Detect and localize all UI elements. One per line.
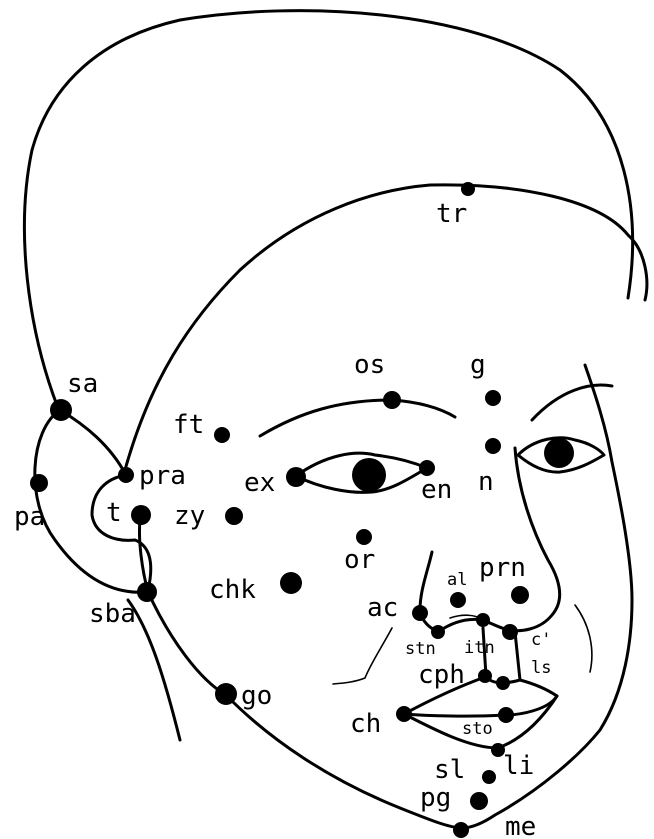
c-prime-label: c' <box>531 630 551 650</box>
ft-point <box>214 427 230 443</box>
chk-label: chk <box>209 575 256 605</box>
li-label: li <box>503 751 534 781</box>
prn-point <box>511 586 529 604</box>
ac-label: ac <box>367 593 398 623</box>
t-label: t <box>106 498 122 528</box>
pa-label: pa <box>14 502 45 532</box>
ear-inner-outline <box>92 475 151 590</box>
prn-label: prn <box>479 553 526 583</box>
sl-label: sl <box>434 755 465 785</box>
ear-top-outline <box>60 410 126 475</box>
me-label: me <box>505 812 536 839</box>
zy-point <box>225 507 243 525</box>
sba-label: sba <box>89 599 136 629</box>
ls-point <box>496 676 510 690</box>
en-point <box>419 460 435 476</box>
me-point <box>453 822 469 838</box>
ex-point <box>286 467 306 487</box>
philtrum-right <box>515 632 520 680</box>
t-point <box>131 505 151 525</box>
ac-point <box>412 605 428 621</box>
sba-point <box>137 582 157 602</box>
pa-point <box>30 474 48 492</box>
c-prime-point <box>502 624 518 640</box>
g-point <box>485 390 501 406</box>
itn-point <box>476 613 490 627</box>
sto-label: sto <box>462 719 493 739</box>
nasolabial-fold <box>333 628 392 684</box>
ch-point <box>396 706 412 722</box>
ch-label: ch <box>350 709 381 739</box>
sto-point <box>498 707 514 723</box>
pra-label: pra <box>139 461 186 491</box>
os-point <box>383 391 401 409</box>
go-label: go <box>241 681 272 711</box>
n-label: n <box>478 467 494 497</box>
pg-label: pg <box>420 783 451 813</box>
ft-label: ft <box>173 410 204 440</box>
sa-point <box>50 399 72 421</box>
cph-point <box>478 669 492 683</box>
chk-point <box>280 572 302 594</box>
go-point <box>215 683 237 705</box>
n-point <box>485 438 501 454</box>
ex-label: ex <box>244 468 275 498</box>
pra-point <box>118 467 134 483</box>
right-pupil <box>544 438 574 468</box>
left-eyebrow <box>260 400 455 436</box>
al-label: al <box>447 570 467 590</box>
or-label: or <box>344 545 375 575</box>
os-label: os <box>354 350 385 380</box>
tr-label: tr <box>436 199 467 229</box>
ear-outline <box>35 410 147 592</box>
tr-point <box>461 182 475 196</box>
stn-label: stn <box>405 639 436 659</box>
ls-label: ls <box>531 658 551 678</box>
right-cheek-fold <box>575 605 592 672</box>
pg-point <box>470 792 488 810</box>
al-point <box>450 592 466 608</box>
en-label: en <box>421 475 452 505</box>
g-label: g <box>470 350 486 380</box>
head-back-outline <box>24 11 632 408</box>
or-point <box>356 529 372 545</box>
sl-point <box>482 770 496 784</box>
cph-label: cph <box>418 660 465 690</box>
sa-label: sa <box>67 369 98 399</box>
stn-point <box>431 625 445 639</box>
itn-label: itn <box>464 638 495 658</box>
left-pupil <box>352 458 386 492</box>
zy-label: zy <box>174 501 205 531</box>
